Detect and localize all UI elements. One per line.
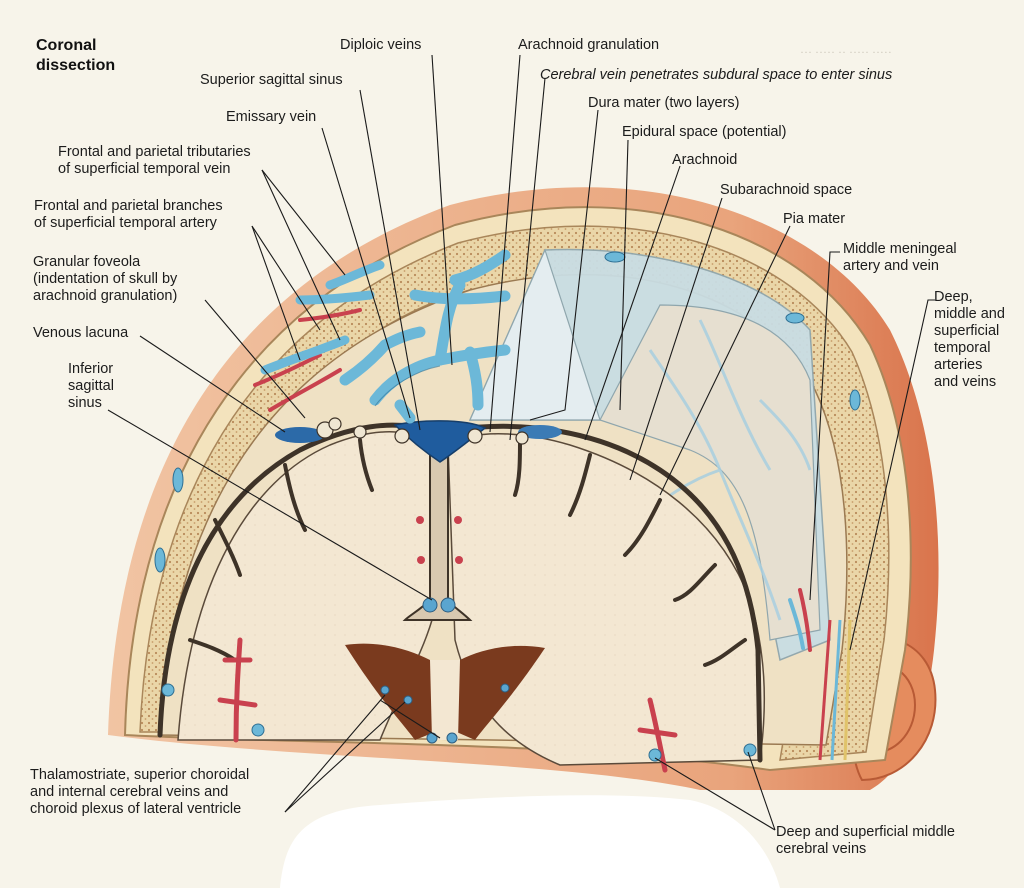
leader-deep-superficial-middle-cerebral (654, 757, 776, 831)
label-frontal-parietal-branches: Frontal and parietal branches of superfi… (34, 198, 223, 231)
leader-dura-mater (529, 109, 599, 421)
label-inferior-sagittal-sinus: Inferior sagittal sinus (68, 361, 114, 411)
label-pia-mater: Pia mater (783, 211, 846, 227)
leader-venous-lacuna (139, 335, 286, 433)
label-cerebral-vein: Cerebral vein penetrates subdural space … (540, 67, 893, 83)
inferior-sagittal-sinus-shape (422, 597, 456, 613)
temporal-layers (818, 619, 852, 761)
scalp-vessels (154, 251, 861, 573)
leader-arachnoid (584, 165, 681, 441)
label-arachnoid: Arachnoid (672, 152, 738, 168)
leader-cerebral-vein (509, 77, 546, 441)
label-thalamostriate: Thalamostriate, superior choroidal and i… (30, 767, 250, 817)
blank-area (280, 795, 780, 888)
label-diploic-veins: Diploic veins (340, 37, 422, 53)
leader-epidural-space (619, 139, 629, 411)
leader-deep-superficial-middle-cerebral-2 (747, 751, 776, 831)
diploic-veins (339, 249, 511, 424)
venous-lacuna-shape (275, 427, 325, 443)
arachnoid-window (599, 304, 821, 641)
leader-thalamostriate-1 (284, 694, 386, 813)
leader-thalamostriate-2 (284, 701, 406, 813)
leader-pia-mater (659, 225, 791, 496)
show-through-text: ··· ····· ·· ····· ····· (800, 45, 892, 59)
leader-granular-foveola (204, 299, 306, 419)
diploe (139, 225, 890, 761)
label-middle-meningeal: Middle meningeal artery and vein (843, 241, 957, 274)
label-deep-superficial-middle-cerebral: Deep and superficial middle cerebral vei… (776, 824, 955, 857)
leader-inferior-sagittal-sinus (107, 409, 433, 601)
leader-thalamostriate-3 (379, 699, 441, 739)
lateral-ventricle (345, 643, 442, 740)
label-dura-mater: Dura mater (two layers) (588, 95, 740, 111)
leader-arachnoid-granulation (489, 54, 521, 433)
leader-frontal-tributaries-2 (261, 169, 341, 341)
label-arachnoid-granulation: Arachnoid granulation (518, 37, 660, 53)
leader-frontal-tributaries (261, 169, 346, 276)
cortex-outline (157, 422, 763, 763)
label-emissary-vein: Emissary vein (226, 109, 317, 125)
label-deep-temporal: Deep, middle and superficial temporal ar… (934, 289, 1005, 390)
label-granular-foveola: Granular foveola (indentation of skull b… (33, 254, 178, 304)
superior-sagittal-sinus-shape (393, 420, 487, 463)
leader-diploic-veins (431, 54, 453, 366)
label-venous-lacuna: Venous lacuna (33, 325, 129, 341)
arachnoid-granulations (316, 417, 529, 445)
leader-frontal-branches-2 (251, 225, 321, 331)
label-superior-sagittal-sinus: Superior sagittal sinus (200, 72, 343, 88)
figure-title: Coronal dissection (36, 37, 116, 74)
leader-middle-meningeal (809, 251, 840, 601)
superficial-temporal-artery (253, 308, 362, 412)
diploic-veins-outline (374, 365, 441, 407)
leader-superior-sagittal-sinus (359, 89, 421, 431)
label-subarachnoid-space: Subarachnoid space (720, 182, 853, 198)
label-epidural-space: Epidural space (potential) (622, 124, 787, 140)
leader-deep-temporal (849, 299, 935, 651)
leader-frontal-branches (251, 225, 301, 361)
lower-left-vessels (217, 637, 258, 743)
leader-emissary-vein (321, 127, 411, 419)
middle-meningeal-vessels (788, 588, 812, 652)
sulci (188, 438, 747, 667)
choroid-plexus (380, 683, 510, 744)
leader-lines (107, 54, 935, 831)
superficial-temporal-vein (260, 260, 385, 375)
label-frontal-parietal-tributaries: Frontal and parietal tributaries of supe… (58, 144, 251, 177)
leader-subarachnoid-space (629, 197, 723, 481)
